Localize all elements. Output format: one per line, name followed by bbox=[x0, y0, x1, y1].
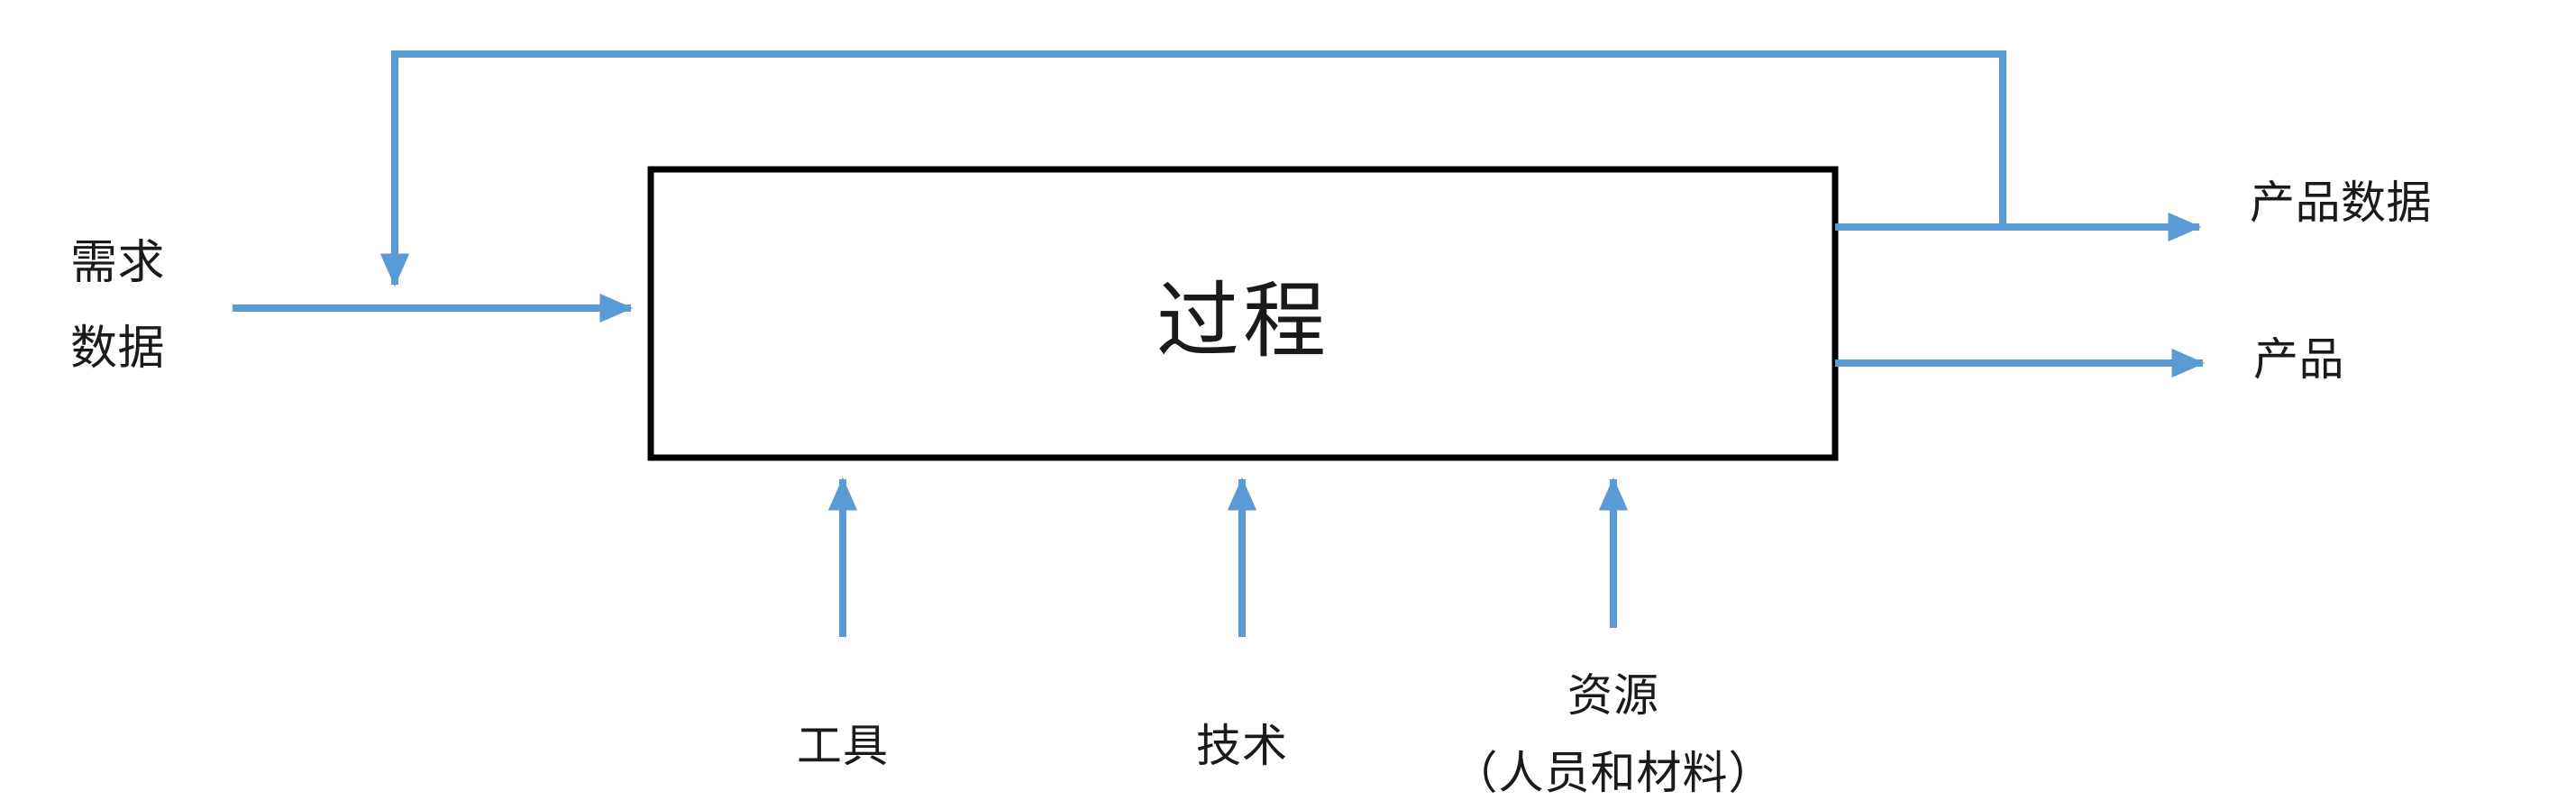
input-label-tools: 工具 bbox=[797, 710, 889, 775]
input-label-technology-line1: 技术 bbox=[1196, 721, 1288, 771]
input-label-technology: 技术 bbox=[1196, 710, 1288, 775]
output-label-product-data: 产品数据 bbox=[2250, 177, 2432, 228]
input-label-resources-line2: （人员和材料） bbox=[1452, 748, 1775, 798]
input-label-demand-line2: 数据 bbox=[70, 323, 166, 376]
input-label-resources: 资源 （人员和材料） bbox=[1453, 659, 1775, 802]
input-label-demand-data: 需求 数据 bbox=[70, 236, 165, 377]
process-box-label: 过程 bbox=[1156, 275, 1329, 368]
feedback-loop-arrow bbox=[379, 50, 2006, 287]
output-label-product: 产品 bbox=[2253, 334, 2344, 385]
process-box bbox=[647, 166, 1839, 461]
input-label-demand-line1: 需求 bbox=[70, 237, 166, 289]
input-label-resources-line1: 资源 bbox=[1567, 670, 1659, 721]
input-label-tools-line1: 工具 bbox=[797, 721, 889, 771]
